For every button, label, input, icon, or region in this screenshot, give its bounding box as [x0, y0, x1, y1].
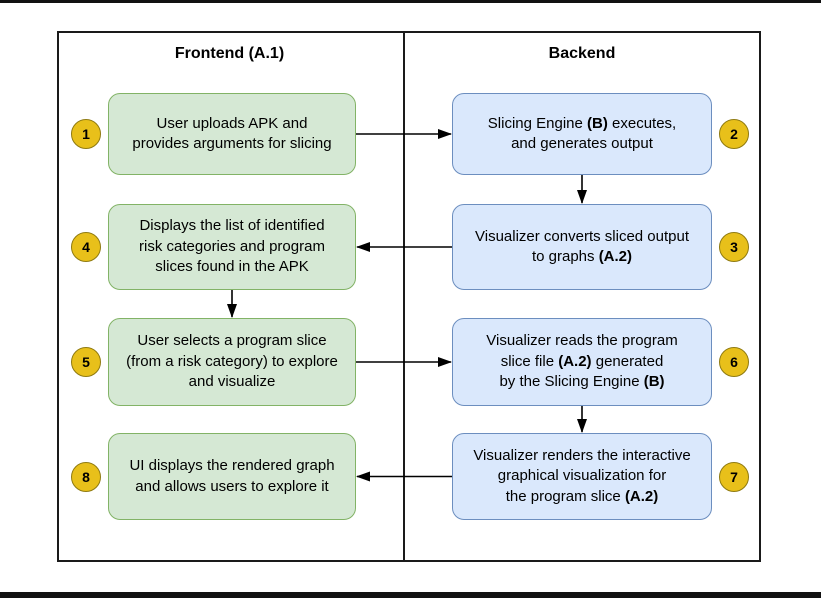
step-box-4-text-line: slices found in the APK: [155, 258, 309, 276]
step-badge-8: 8: [71, 461, 101, 492]
step-box-5-text-line: User selects a program slice: [137, 332, 327, 350]
step-box-1: User uploads APK and provides arguments f…: [108, 93, 356, 175]
step-box-4-text-line: Displays the list of identified: [139, 217, 325, 235]
step-box-7-text-line: Visualizer renders the interactive: [473, 446, 691, 464]
step-box-7-text-line: the program slice (A.2): [505, 487, 659, 505]
step-box-6-text-line: by the Slicing Engine (B): [499, 373, 665, 391]
step-box-5: User selects a program slice (from a risk…: [108, 318, 356, 406]
step-box-7: Visualizer renders the interactive graphi…: [452, 433, 712, 520]
step-box-4-text-line: risk categories and program: [139, 237, 325, 255]
step-badge-1: 1: [71, 119, 101, 149]
step-box-8-text-line: and allows users to explore it: [135, 477, 329, 495]
step-box-6: Visualizer reads the program slice file (…: [452, 318, 712, 406]
column-header-backend: Backend: [548, 45, 616, 62]
column-header-frontend: Frontend (A.1): [174, 45, 285, 62]
step-box-3: Visualizer converts sliced output to grap…: [452, 204, 712, 290]
step-box-8: UI displays the rendered graph and allows…: [108, 433, 356, 520]
step-box-2: Slicing Engine (B) executes, and generate…: [452, 93, 712, 175]
page-border-bottom: [0, 592, 821, 598]
step-badge-6: 6: [719, 347, 749, 377]
column-divider: [403, 33, 405, 560]
step-box-8-text-line: UI displays the rendered graph: [129, 457, 335, 475]
step-badge-4: 4: [71, 232, 101, 262]
step-box-5-text-line: and visualize: [188, 373, 276, 391]
step-box-7-text-line: graphical visualization for: [497, 467, 667, 485]
page-border-top: [0, 0, 821, 3]
step-box-2-text-line: and generates output: [511, 135, 653, 152]
step-box-6-text-line: slice file (A.2) generated: [500, 352, 664, 370]
step-box-1-text-line: User uploads APK and: [156, 114, 308, 132]
step-box-3-text-line: to graphs (A.2): [531, 248, 633, 265]
step-badge-2: 2: [719, 119, 749, 149]
step-box-5-text-line: (from a risk category) to explore: [126, 352, 338, 370]
step-badge-3: 3: [719, 232, 749, 262]
step-badge-7: 7: [719, 461, 749, 492]
step-box-1-text-line: provides arguments for slicing: [132, 135, 332, 152]
step-badge-5: 5: [71, 347, 101, 377]
step-box-3-text-line: Visualizer converts sliced output: [475, 227, 689, 245]
step-box-6-text-line: Visualizer reads the program: [486, 332, 678, 350]
step-box-2-text-line: Slicing Engine (B) executes,: [487, 114, 677, 132]
step-box-4: Displays the list of identified risk cate…: [108, 204, 356, 290]
